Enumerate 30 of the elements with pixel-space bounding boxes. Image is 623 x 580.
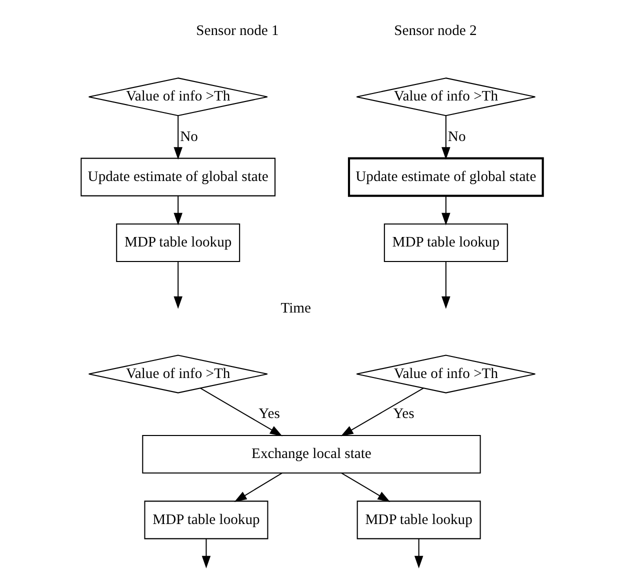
node-box: MDP table lookup xyxy=(116,223,240,262)
node-diamond: Value of info >Th xyxy=(88,354,268,394)
arrow xyxy=(414,538,423,568)
arrow xyxy=(200,388,282,436)
edge-label: Yes xyxy=(392,406,414,422)
label: Sensor node 2 xyxy=(394,23,476,40)
node-diamond: Value of info >Th xyxy=(356,78,536,116)
node-diamond: Value of info >Th xyxy=(356,354,536,394)
node-box: MDP table lookup xyxy=(383,223,508,262)
node-box: MDP table lookup xyxy=(144,500,268,540)
arrow xyxy=(201,538,210,568)
arrow xyxy=(173,116,182,160)
arrow xyxy=(173,262,182,309)
label: Sensor node 1 xyxy=(196,23,278,40)
arrow xyxy=(234,472,282,502)
edge-label: No xyxy=(447,128,466,145)
node-box: Update estimate of global state xyxy=(80,158,276,196)
node-box: Exchange local state xyxy=(142,435,480,474)
arrow xyxy=(340,388,424,436)
arrow xyxy=(441,196,450,226)
node-box: Update estimate of global state xyxy=(347,157,544,197)
edge-label: No xyxy=(180,128,198,145)
arrow xyxy=(340,472,390,502)
label: Time xyxy=(280,300,310,316)
arrow xyxy=(441,262,450,309)
arrow xyxy=(441,116,450,160)
node-diamond: Value of info >Th xyxy=(88,78,268,116)
node-box: MDP table lookup xyxy=(356,500,480,540)
arrow xyxy=(173,196,182,226)
edge-label: Yes xyxy=(258,406,280,422)
